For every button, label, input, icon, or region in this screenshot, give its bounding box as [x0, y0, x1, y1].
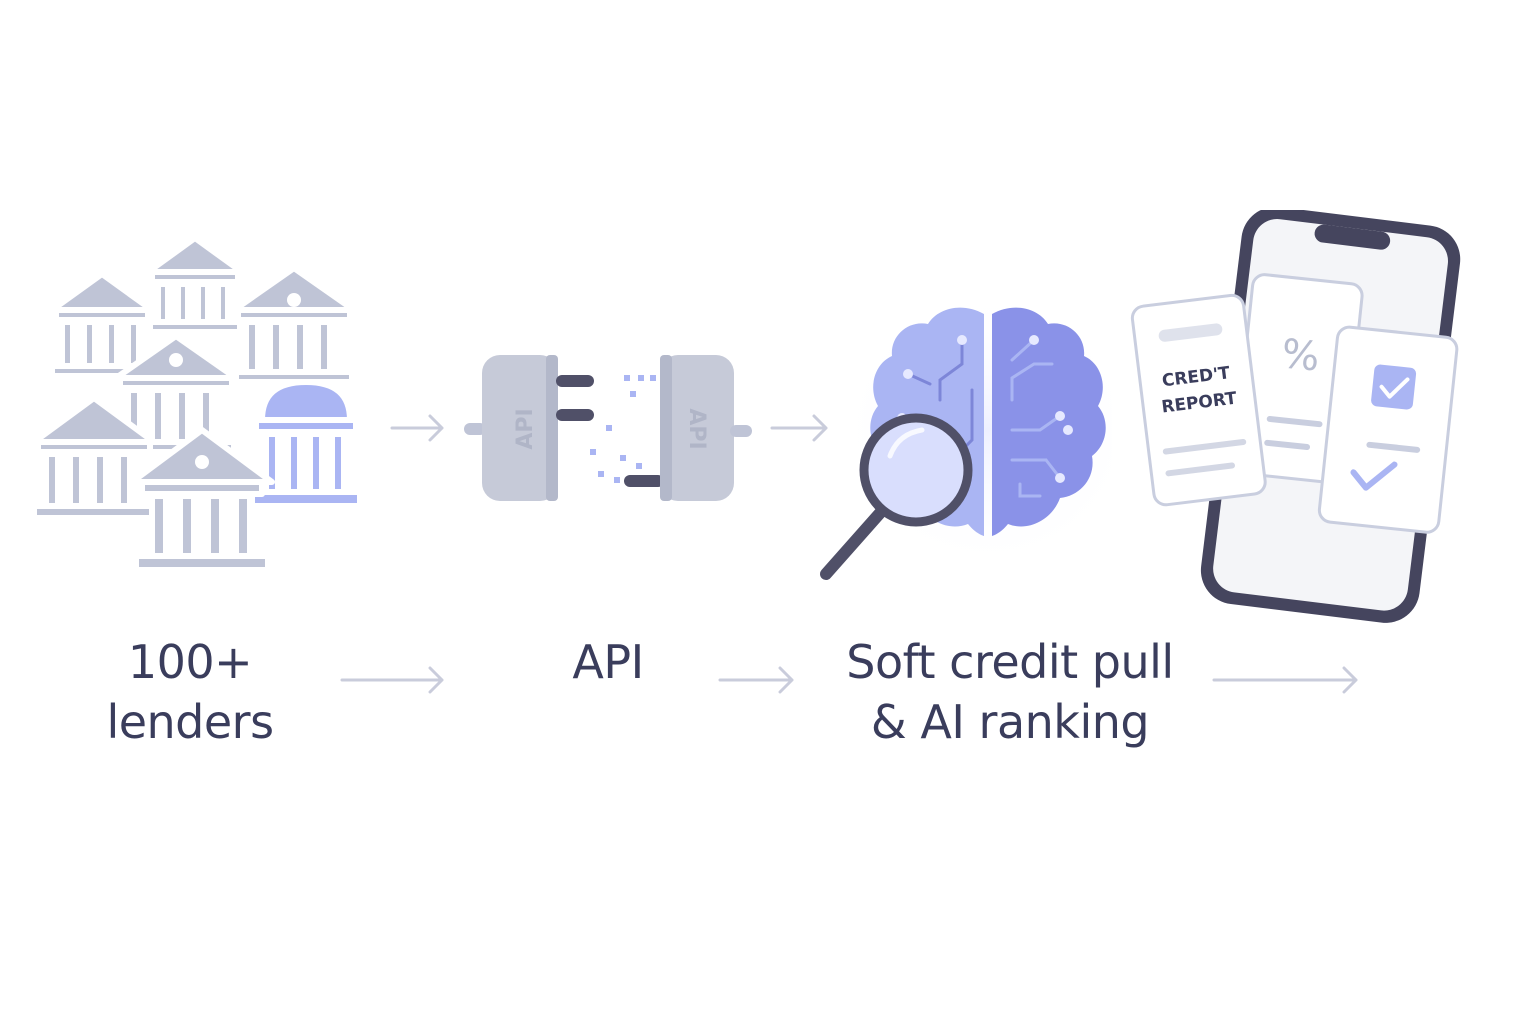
- step-api-title: API: [572, 635, 644, 689]
- step-lenders-subtitle: lenders: [106, 695, 274, 749]
- api-plug-right-text: API: [684, 408, 709, 449]
- step-credit-label: Soft credit pull & AI ranking: [830, 632, 1190, 752]
- step-lenders-title: 100+: [127, 635, 253, 689]
- step-api-label: API: [500, 632, 716, 692]
- phone-credit-report-icon: % CRED'T REPORT: [1130, 210, 1461, 623]
- step-lenders-label: 100+ lenders: [60, 632, 320, 752]
- api-plug-left-text: API: [513, 408, 538, 449]
- arrow-right-icon: [1212, 666, 1358, 694]
- percent-symbol: %: [1279, 331, 1322, 381]
- arrow-right-icon: [390, 414, 444, 442]
- step-credit-title: Soft credit pull: [846, 635, 1174, 689]
- brain-magnifier-icon: [820, 300, 1112, 580]
- step-credit-subtitle: & AI ranking: [870, 695, 1150, 749]
- banks-icon: [31, 235, 363, 573]
- api-plug-icon: API API: [464, 355, 752, 501]
- arrow-right-icon: [770, 414, 828, 442]
- arrow-right-icon: [718, 666, 794, 694]
- arrow-right-icon: [340, 666, 444, 694]
